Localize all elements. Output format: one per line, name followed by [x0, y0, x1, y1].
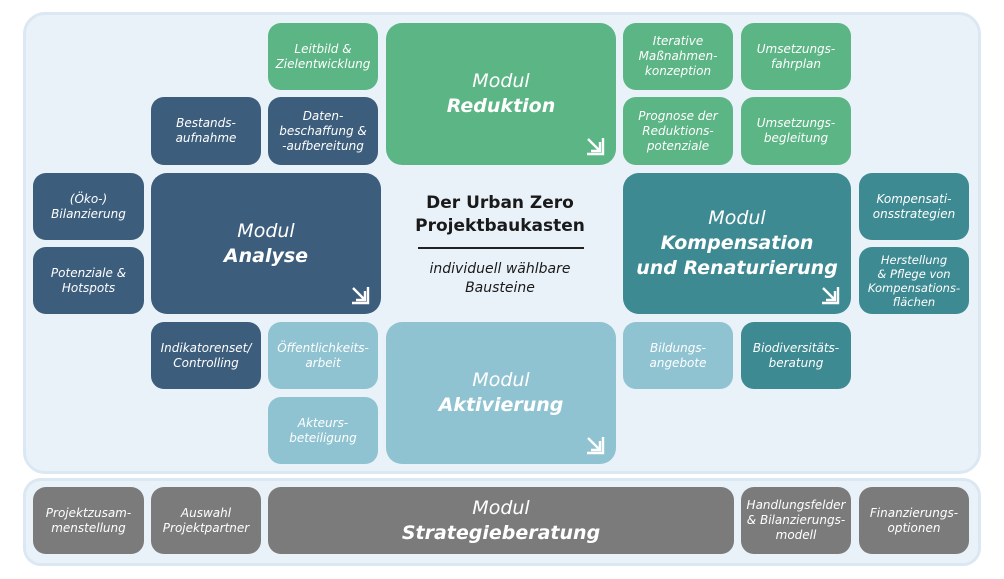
box-kompensationsstrategien[interactable]: Kompensati- onsstrategien: [859, 173, 969, 240]
box-bildung[interactable]: Bildungs- angebote: [623, 322, 733, 389]
box-auswahl[interactable]: Auswahl Projektpartner: [151, 487, 261, 554]
box-prognose[interactable]: Prognose der Reduktions- potenziale: [623, 97, 733, 165]
module-strategieberatung[interactable]: Modul Strategieberatung: [268, 487, 734, 554]
box-indikatorenset[interactable]: Indikatorenset/ Controlling: [151, 322, 261, 389]
module-name: Analyse: [223, 244, 309, 267]
box-umsetzungsbegleitung[interactable]: Umsetzungs- begleitung: [741, 97, 851, 165]
module-name: Strategieberatung: [401, 521, 601, 544]
box-akteurs[interactable]: Akteurs- beteiligung: [268, 397, 378, 464]
module-prefix: Modul: [472, 70, 530, 92]
arrow-down-right-icon: [587, 138, 605, 156]
box-biodiversitaet[interactable]: Biodiversitäts- beratung: [741, 322, 851, 389]
box-projektzusammenstellung[interactable]: Projektzusam- menstellung: [33, 487, 144, 554]
module-prefix: Modul: [472, 496, 530, 519]
module-prefix: Modul: [472, 369, 530, 391]
arrow-down-right-icon: [587, 437, 605, 455]
module-reduktion[interactable]: Modul Reduktion: [386, 23, 616, 165]
module-kompensation[interactable]: Modul Kompensation und Renaturierung: [623, 173, 851, 314]
box-iterative[interactable]: Iterative Maßnahmen- konzeption: [623, 23, 733, 90]
box-handlungsfelder[interactable]: Handlungsfelder & Bilanzierungs- modell: [741, 487, 851, 554]
module-prefix: Modul: [237, 219, 295, 242]
module-name: Reduktion: [446, 95, 556, 117]
box-bilanzierung[interactable]: (Öko-) Bilanzierung: [33, 173, 144, 240]
center-title: Der Urban Zero Projektbaukasten: [415, 193, 585, 236]
center-divider: [418, 247, 584, 249]
box-oeffentlichkeit[interactable]: Öffentlichkeits- arbeit: [268, 322, 378, 389]
box-finanzierung[interactable]: Finanzierungs- optionen: [859, 487, 969, 554]
box-herstellung[interactable]: Herstellung & Pflege von Kompensations- …: [859, 247, 969, 314]
arrow-down-right-icon: [352, 287, 370, 305]
box-leitbild[interactable]: Leitbild & Zielentwicklung: [268, 23, 378, 90]
center-subtitle: individuell wählbare Bausteine: [429, 261, 571, 296]
arrow-down-right-icon: [822, 287, 840, 305]
box-datenbeschaffung[interactable]: Daten- beschaffung & -aufbereitung: [268, 97, 378, 165]
module-name: Aktivierung: [438, 394, 564, 416]
module-analyse[interactable]: Modul Analyse: [151, 173, 381, 314]
module-name: Kompensation und Renaturierung: [636, 232, 838, 279]
module-prefix: Modul: [708, 207, 766, 229]
box-umsetzungsfahrplan[interactable]: Umsetzungs- fahrplan: [741, 23, 851, 90]
module-aktivierung[interactable]: Modul Aktivierung: [386, 322, 616, 464]
box-potenziale[interactable]: Potenziale & Hotspots: [33, 247, 144, 314]
box-bestandsaufnahme[interactable]: Bestands- aufnahme: [151, 97, 261, 165]
